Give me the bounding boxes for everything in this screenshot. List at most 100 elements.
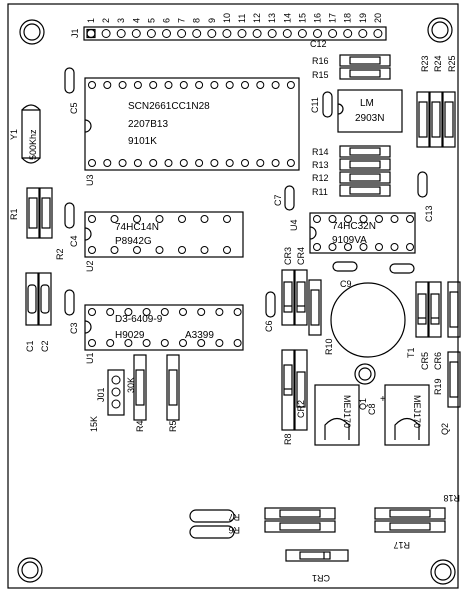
chip-pin: [149, 159, 158, 167]
jumper-j01-15k: 15K: [89, 416, 99, 432]
capacitor-c2: [38, 272, 52, 326]
diode-cr3: [281, 269, 295, 326]
capacitor-c8-body: [330, 282, 406, 358]
resistor-r10: [308, 279, 322, 336]
diode-cr1: [285, 549, 349, 562]
chip-u1-line3: A3399: [185, 330, 214, 341]
header-pad-3: [116, 29, 126, 38]
header-pin-number: 11: [237, 14, 247, 23]
chip-pin: [142, 308, 151, 316]
chip-pin: [88, 246, 96, 254]
chip-u3-line2: 2207B13: [128, 119, 168, 130]
chip-u1-ref: U1: [85, 352, 95, 364]
header-pad-7: [177, 29, 187, 38]
label-r1: R1: [9, 208, 19, 220]
capacitor-c11: [322, 91, 333, 118]
header-pad-19: [358, 29, 368, 38]
resistor-r7: [264, 507, 336, 520]
chip-pin: [164, 81, 173, 89]
board-outline: [7, 3, 459, 589]
chip-u1-pins-top: [88, 308, 242, 316]
chip-u1: D3-6409-9 H9029 A3399 U1: [84, 304, 244, 364]
oval-pad-lower: [189, 525, 235, 539]
header-pad-1: [86, 28, 96, 39]
label-r24: R24: [433, 55, 443, 72]
chip-lm-line1: LM: [360, 98, 374, 109]
chip-pin: [106, 308, 115, 316]
chip-pin: [178, 246, 186, 254]
chip-pin: [200, 215, 209, 223]
chip-u4-ref: U4: [289, 219, 299, 231]
chip-pin: [215, 308, 224, 316]
label-r12: R12: [312, 173, 329, 183]
header-j1-label: J1: [70, 28, 80, 38]
header-pin-number: 3: [116, 18, 126, 23]
header-pad-8: [192, 29, 202, 38]
header-pin-number: 13: [267, 13, 277, 23]
label-cr6: CR6: [433, 352, 443, 370]
jumper-j01-30k: 30K: [126, 377, 136, 393]
diode-cr2: [281, 349, 295, 431]
label-t1: T1: [406, 347, 416, 358]
chip-u2-pins-bottom: [88, 246, 231, 254]
label-c7: C7: [273, 194, 283, 206]
chip-pin: [223, 215, 231, 223]
header-pad-9: [207, 29, 217, 38]
mounting-hole-bottom-right: [430, 559, 456, 585]
header-pad-14: [282, 29, 292, 38]
diode-cr5: [415, 281, 429, 338]
capacitor-c13: [417, 171, 428, 198]
chip-pin: [197, 339, 206, 347]
resistor-r25: [442, 91, 456, 148]
label-r14: R14: [312, 147, 329, 157]
oval-pad-upper: [189, 509, 235, 523]
chip-pin: [142, 339, 151, 347]
chip-pin: [256, 81, 265, 89]
chip-pin: [225, 81, 234, 89]
header-pad-20: [373, 29, 383, 38]
chip-pin: [197, 308, 206, 316]
resistor-r17: [374, 520, 446, 533]
label-c6: C6: [264, 320, 274, 332]
jumper-j01-ref: J01: [96, 387, 106, 402]
header-pin-number: 15: [297, 13, 307, 23]
chip-pin: [164, 159, 173, 167]
label-r10: R10: [324, 338, 334, 355]
header-pin-number: 7: [177, 18, 187, 23]
transistor-q1: MEJ170 Q1: [314, 384, 368, 446]
chip-pin: [160, 308, 169, 316]
header-pad-13: [267, 29, 277, 38]
header-pin-number: 12: [252, 13, 262, 23]
label-c9: C9: [340, 279, 352, 289]
chip-pin: [103, 159, 112, 167]
header-pad-15: [297, 29, 307, 38]
chip-u2-pins-top: [88, 215, 231, 223]
resistor-r6: [264, 520, 336, 533]
header-pad-18: [343, 29, 353, 38]
chip-lm2903: LM 2903N: [337, 89, 403, 133]
capacitor-c9-outline: [332, 261, 358, 272]
chip-u4: 74HC32N 9109VA U4: [289, 212, 416, 254]
chip-pin: [225, 159, 234, 167]
crystal-y1-value: 500Khz: [28, 129, 38, 160]
chip-pin: [375, 243, 383, 251]
label-r5: R5: [168, 420, 178, 432]
chip-pin: [133, 246, 141, 254]
label-r18: R18: [443, 493, 460, 503]
chip-u2: 74HC14N P8942G U2: [84, 211, 244, 272]
chip-pin: [328, 215, 337, 223]
chip-pin: [179, 308, 187, 316]
chip-pin: [286, 159, 295, 167]
transistor-q2: MEJ170: [384, 384, 430, 446]
chip-pin: [155, 246, 164, 254]
chip-lm-line2: 2903N: [355, 113, 384, 124]
chip-pin: [375, 215, 383, 223]
chip-u3: SCN2661CC1N28 2207B13 9101K U3: [84, 77, 300, 186]
label-c13: C13: [424, 205, 434, 222]
chip-pin: [155, 215, 164, 223]
header-pin-number: 10: [222, 13, 232, 23]
label-c2: C2: [40, 340, 50, 352]
chip-pin: [179, 159, 188, 167]
resistor-r16: [339, 54, 391, 67]
